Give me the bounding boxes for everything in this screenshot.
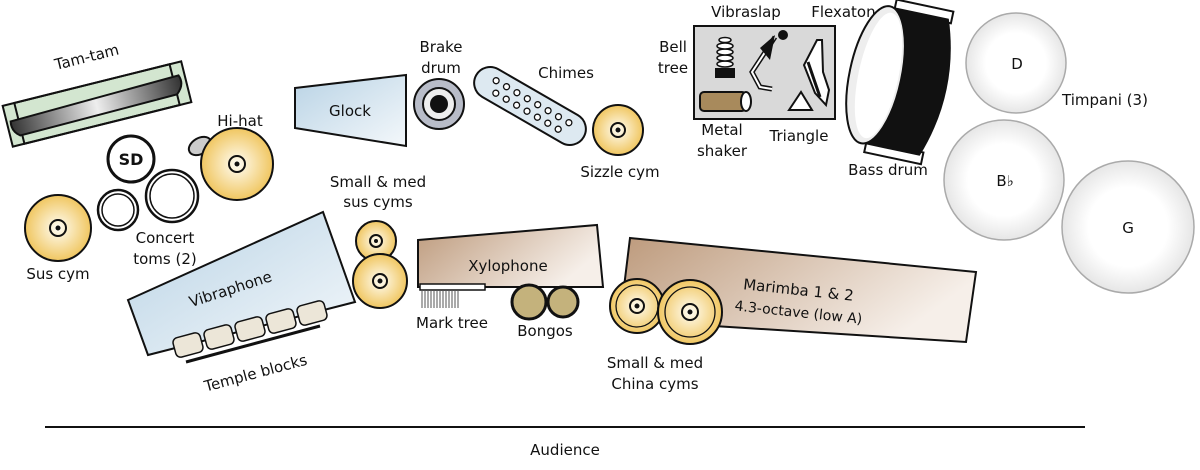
- flexatone-icon: [802, 39, 831, 108]
- mark-tree: [419, 283, 486, 308]
- percussion-tray: [693, 25, 836, 120]
- timpani-bb-label: B♭: [996, 172, 1013, 190]
- metal-shaker-label-2: shaker: [697, 142, 748, 160]
- china-cyms-label-2: China cyms: [611, 375, 698, 393]
- vibraphone: [126, 210, 357, 357]
- sd-label: SD: [119, 150, 144, 169]
- temple-blocks-bar: [185, 324, 321, 364]
- hi-hat-label: Hi-hat: [217, 112, 263, 130]
- flexatone-label: Flexatone: [811, 3, 885, 21]
- triangle-icon: [787, 90, 814, 111]
- small-sus-cyms-label-2: sus cyms: [343, 193, 413, 211]
- hi-hat: [200, 127, 274, 201]
- temple-blocks: [172, 300, 328, 358]
- vibraslap-label: Vibraslap: [711, 3, 781, 21]
- mark-tree-label: Mark tree: [416, 314, 488, 332]
- tam-tam-label: Tam-tam: [52, 40, 121, 74]
- xylophone: [417, 223, 605, 288]
- timpani-d-label: D: [1011, 55, 1023, 73]
- bongos-label: Bongos: [517, 322, 573, 340]
- vibraslap-icon: [749, 30, 788, 92]
- xylophone-label: Xylophone: [468, 257, 547, 275]
- concert-toms-label-2: toms (2): [133, 250, 197, 268]
- timpani-g-label: G: [1122, 219, 1134, 237]
- small-china-cym: [609, 278, 665, 334]
- timpani-g: [1061, 160, 1195, 294]
- chimes-label: Chimes: [538, 64, 594, 82]
- temple-blocks-label: Temple blocks: [201, 351, 309, 396]
- concert-tom-small: [96, 188, 140, 232]
- bell-tree-label-1: Bell: [659, 38, 687, 56]
- sus-cym: [24, 194, 92, 262]
- brake-drum-label-1: Brake: [419, 38, 462, 56]
- snare-drum: [106, 134, 156, 184]
- concert-tom-large: [144, 168, 200, 224]
- timpani-bb: [943, 119, 1065, 241]
- med-china-cym: [657, 279, 723, 345]
- concert-toms-label-1: Concert: [136, 229, 195, 247]
- chimes: [473, 66, 587, 146]
- glock-label: Glock: [329, 102, 371, 120]
- metal-shaker-label-1: Metal: [701, 121, 742, 139]
- brake-drum: [413, 78, 465, 130]
- glock: [294, 73, 407, 148]
- audience-label: Audience: [530, 441, 600, 459]
- bell-tree-icon: [715, 36, 735, 78]
- bass-drum: [845, 0, 955, 166]
- timpani-label: Timpani (3): [1061, 91, 1148, 109]
- tam-tam: [1, 60, 193, 148]
- med-sus-cym: [352, 253, 408, 309]
- metal-shaker-icon: [699, 91, 752, 112]
- triangle-label: Triangle: [769, 127, 829, 145]
- bass-drum-label: Bass drum: [848, 161, 928, 179]
- sizzle-cym-label: Sizzle cym: [580, 163, 659, 181]
- sizzle-cym: [592, 104, 644, 156]
- small-sus-cym: [355, 220, 397, 262]
- bell-tree-label-2: tree: [658, 59, 688, 77]
- sus-cym-label: Sus cym: [26, 265, 89, 283]
- small-sus-cyms-label-1: Small & med: [330, 173, 426, 191]
- china-cyms-label-1: Small & med: [607, 354, 703, 372]
- brake-drum-label-2: drum: [421, 59, 461, 77]
- timpani-d: [965, 12, 1067, 114]
- bongos: [510, 283, 580, 321]
